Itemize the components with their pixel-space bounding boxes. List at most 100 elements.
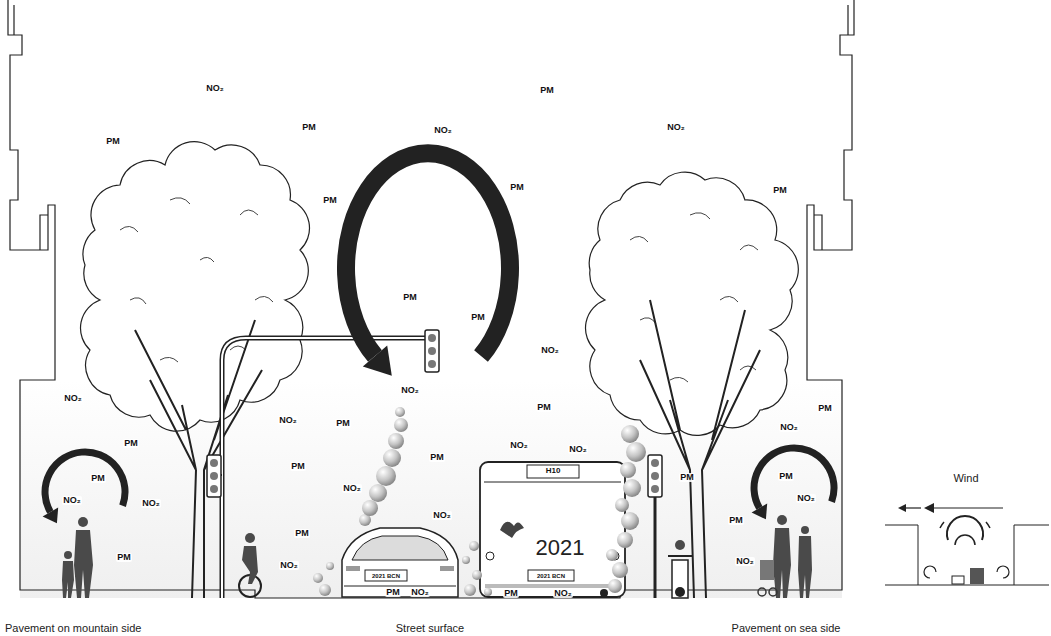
traffic-light [210, 459, 218, 467]
motorbike [675, 540, 685, 550]
car [440, 566, 454, 571]
pollutant-label: PM [536, 403, 552, 412]
pollutant-label: PM [90, 474, 106, 483]
caption: Pavement on sea side [732, 623, 841, 634]
pollutant-label: NO₂ [400, 386, 420, 395]
wind-inset [997, 566, 1009, 578]
pedestrian [773, 528, 791, 598]
traffic-light [210, 485, 218, 493]
traffic-light [654, 497, 657, 598]
air-circulation-arrow [43, 153, 834, 523]
bus [484, 482, 621, 483]
wind-inset [924, 566, 936, 578]
pollutant-label: NO₂ [553, 589, 573, 598]
pollutant-label: NO₂ [509, 441, 529, 450]
exhaust-bubbles [617, 532, 633, 548]
pollutant-label: PM [429, 453, 445, 462]
wind-inset [905, 507, 921, 508]
car [342, 528, 458, 597]
pedestrian [74, 530, 93, 598]
pollutant-label: NO₂ [796, 494, 816, 503]
traffic-light [651, 459, 659, 467]
car [346, 566, 360, 571]
pollutant-label: PM [778, 472, 794, 481]
pollutant-label: NO₂ [342, 484, 362, 493]
exhaust-bubbles [615, 498, 629, 512]
pedestrian [78, 517, 88, 527]
motorbike [675, 587, 685, 597]
air-circulation-arrow [346, 153, 510, 356]
traffic-light [210, 472, 218, 480]
pollutant-label: PM [772, 186, 788, 195]
caption: Street surface [396, 623, 464, 634]
caption: Pavement on mountain side [5, 623, 141, 634]
air-circulation-arrow [45, 452, 125, 512]
pedestrian [777, 515, 787, 525]
exhaust-bubbles [472, 570, 482, 580]
bus [528, 570, 574, 581]
traffic-light [428, 334, 436, 342]
traffic-light [428, 360, 436, 368]
motorbike [672, 560, 688, 598]
exhaust-bubbles [394, 418, 408, 432]
pollutant-label: PM [470, 313, 486, 322]
pollutant-label: PM [322, 196, 338, 205]
pollutant-label: PM [123, 439, 139, 448]
cyclist [242, 546, 258, 584]
tree [586, 172, 799, 435]
car [352, 536, 448, 560]
pollutant-label: PM [728, 516, 744, 525]
cyclist [245, 533, 255, 543]
exhaust-bubbles [612, 562, 628, 578]
pollutant-label: PM [402, 293, 418, 302]
exhaust-bubbles [608, 579, 622, 593]
air-circulation-arrow [363, 346, 392, 376]
car [344, 586, 456, 587]
wind-inset [970, 568, 984, 584]
motorbike [668, 555, 692, 557]
motorbike [668, 540, 692, 598]
pollutant-label: PM [116, 553, 132, 562]
pollutant-label: NO₂ [735, 557, 755, 566]
exhaust-bubbles [606, 549, 618, 561]
pedestrian [798, 536, 812, 598]
pollutant-label: NO₂ [278, 416, 298, 425]
caption: Wind [953, 473, 978, 484]
pollutant-label: NO₂ [432, 511, 452, 520]
exhaust-bubbles [313, 407, 646, 596]
traffic-light [648, 455, 662, 497]
pollutant-label: PM [301, 123, 317, 132]
pollutant-label: PM [294, 529, 310, 538]
number-plate: 2021 BCN [371, 573, 401, 579]
exhaust-bubbles [319, 584, 331, 596]
wind-inset [885, 503, 1049, 585]
air-circulation-arrow [43, 508, 59, 524]
pollutant-label: NO₂ [410, 588, 430, 597]
building-outline [8, 0, 854, 598]
exhaust-bubbles [469, 541, 479, 551]
pedestrian [62, 515, 812, 598]
wind-inset [898, 504, 906, 512]
exhaust-bubbles [464, 584, 476, 596]
bus [480, 462, 625, 597]
pollutant-label: NO₂ [666, 123, 686, 132]
traffic-light [651, 485, 659, 493]
pollutant-label: NO₂ [779, 423, 799, 432]
exhaust-bubbles [362, 500, 378, 516]
tree [135, 320, 262, 598]
exhaust-bubbles [621, 512, 639, 530]
traffic-light [207, 330, 662, 598]
pollutant-label: PM [503, 589, 519, 598]
pedestrian [801, 526, 809, 534]
exhaust-bubbles [376, 466, 396, 486]
wind-inset [940, 522, 990, 528]
exhaust-bubbles [313, 573, 323, 583]
pollutant-label: PM [335, 419, 351, 428]
bus [480, 462, 625, 597]
wind-inset [924, 503, 934, 513]
exhaust-bubbles [484, 588, 492, 596]
pedestrian [769, 588, 777, 596]
traffic-light [428, 347, 436, 355]
pedestrian [62, 561, 74, 598]
